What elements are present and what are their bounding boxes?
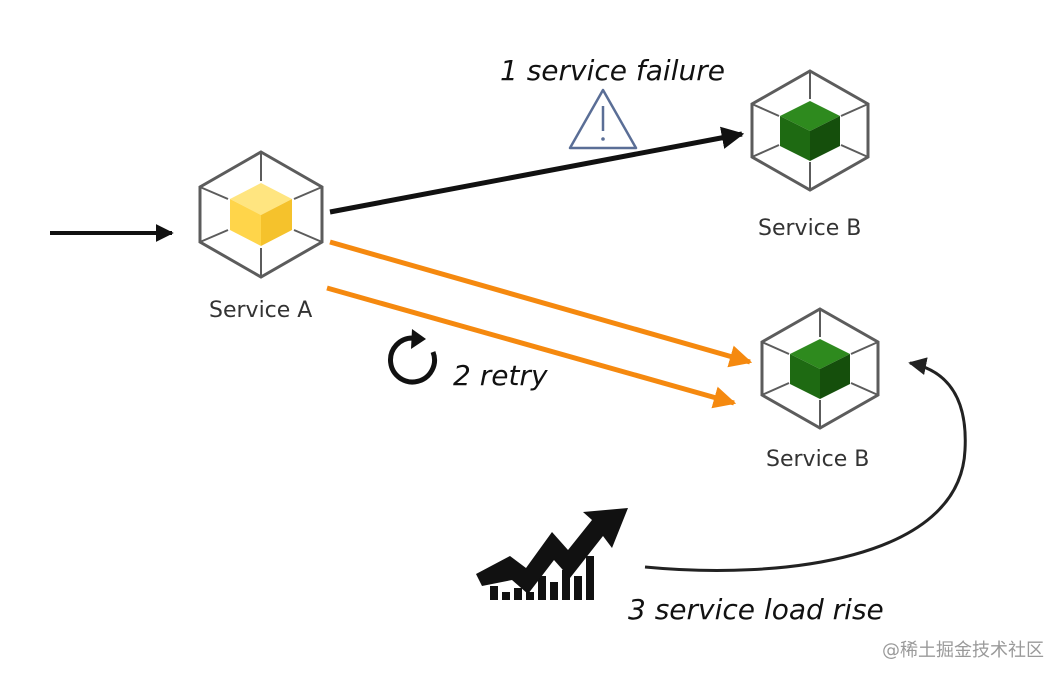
retry-arrow-2 xyxy=(326,285,737,409)
service-b-bottom-label: Service B xyxy=(766,447,870,472)
step2-caption: 2 retry xyxy=(453,359,548,392)
service-a-node xyxy=(198,150,324,279)
failure-call-arrow xyxy=(329,126,745,215)
service-b-bottom-node xyxy=(760,307,880,430)
refresh-icon xyxy=(388,329,437,385)
cube-icon xyxy=(230,183,292,246)
step3-caption: 3 service load rise xyxy=(628,593,884,626)
step1-caption: 1 service failure xyxy=(500,54,725,87)
retry-arrow-1 xyxy=(329,239,753,368)
service-b-top-label: Service B xyxy=(758,216,862,241)
warning-triangle-icon xyxy=(568,88,638,150)
cube-icon xyxy=(780,101,840,161)
service-b-top-node xyxy=(750,69,870,192)
watermark: @稀土掘金技术社区 xyxy=(882,640,1044,661)
rising-trend-icon xyxy=(476,508,628,600)
cube-icon xyxy=(790,339,850,399)
service-a-label: Service A xyxy=(209,298,313,323)
load-feedback-arrow xyxy=(644,357,967,572)
